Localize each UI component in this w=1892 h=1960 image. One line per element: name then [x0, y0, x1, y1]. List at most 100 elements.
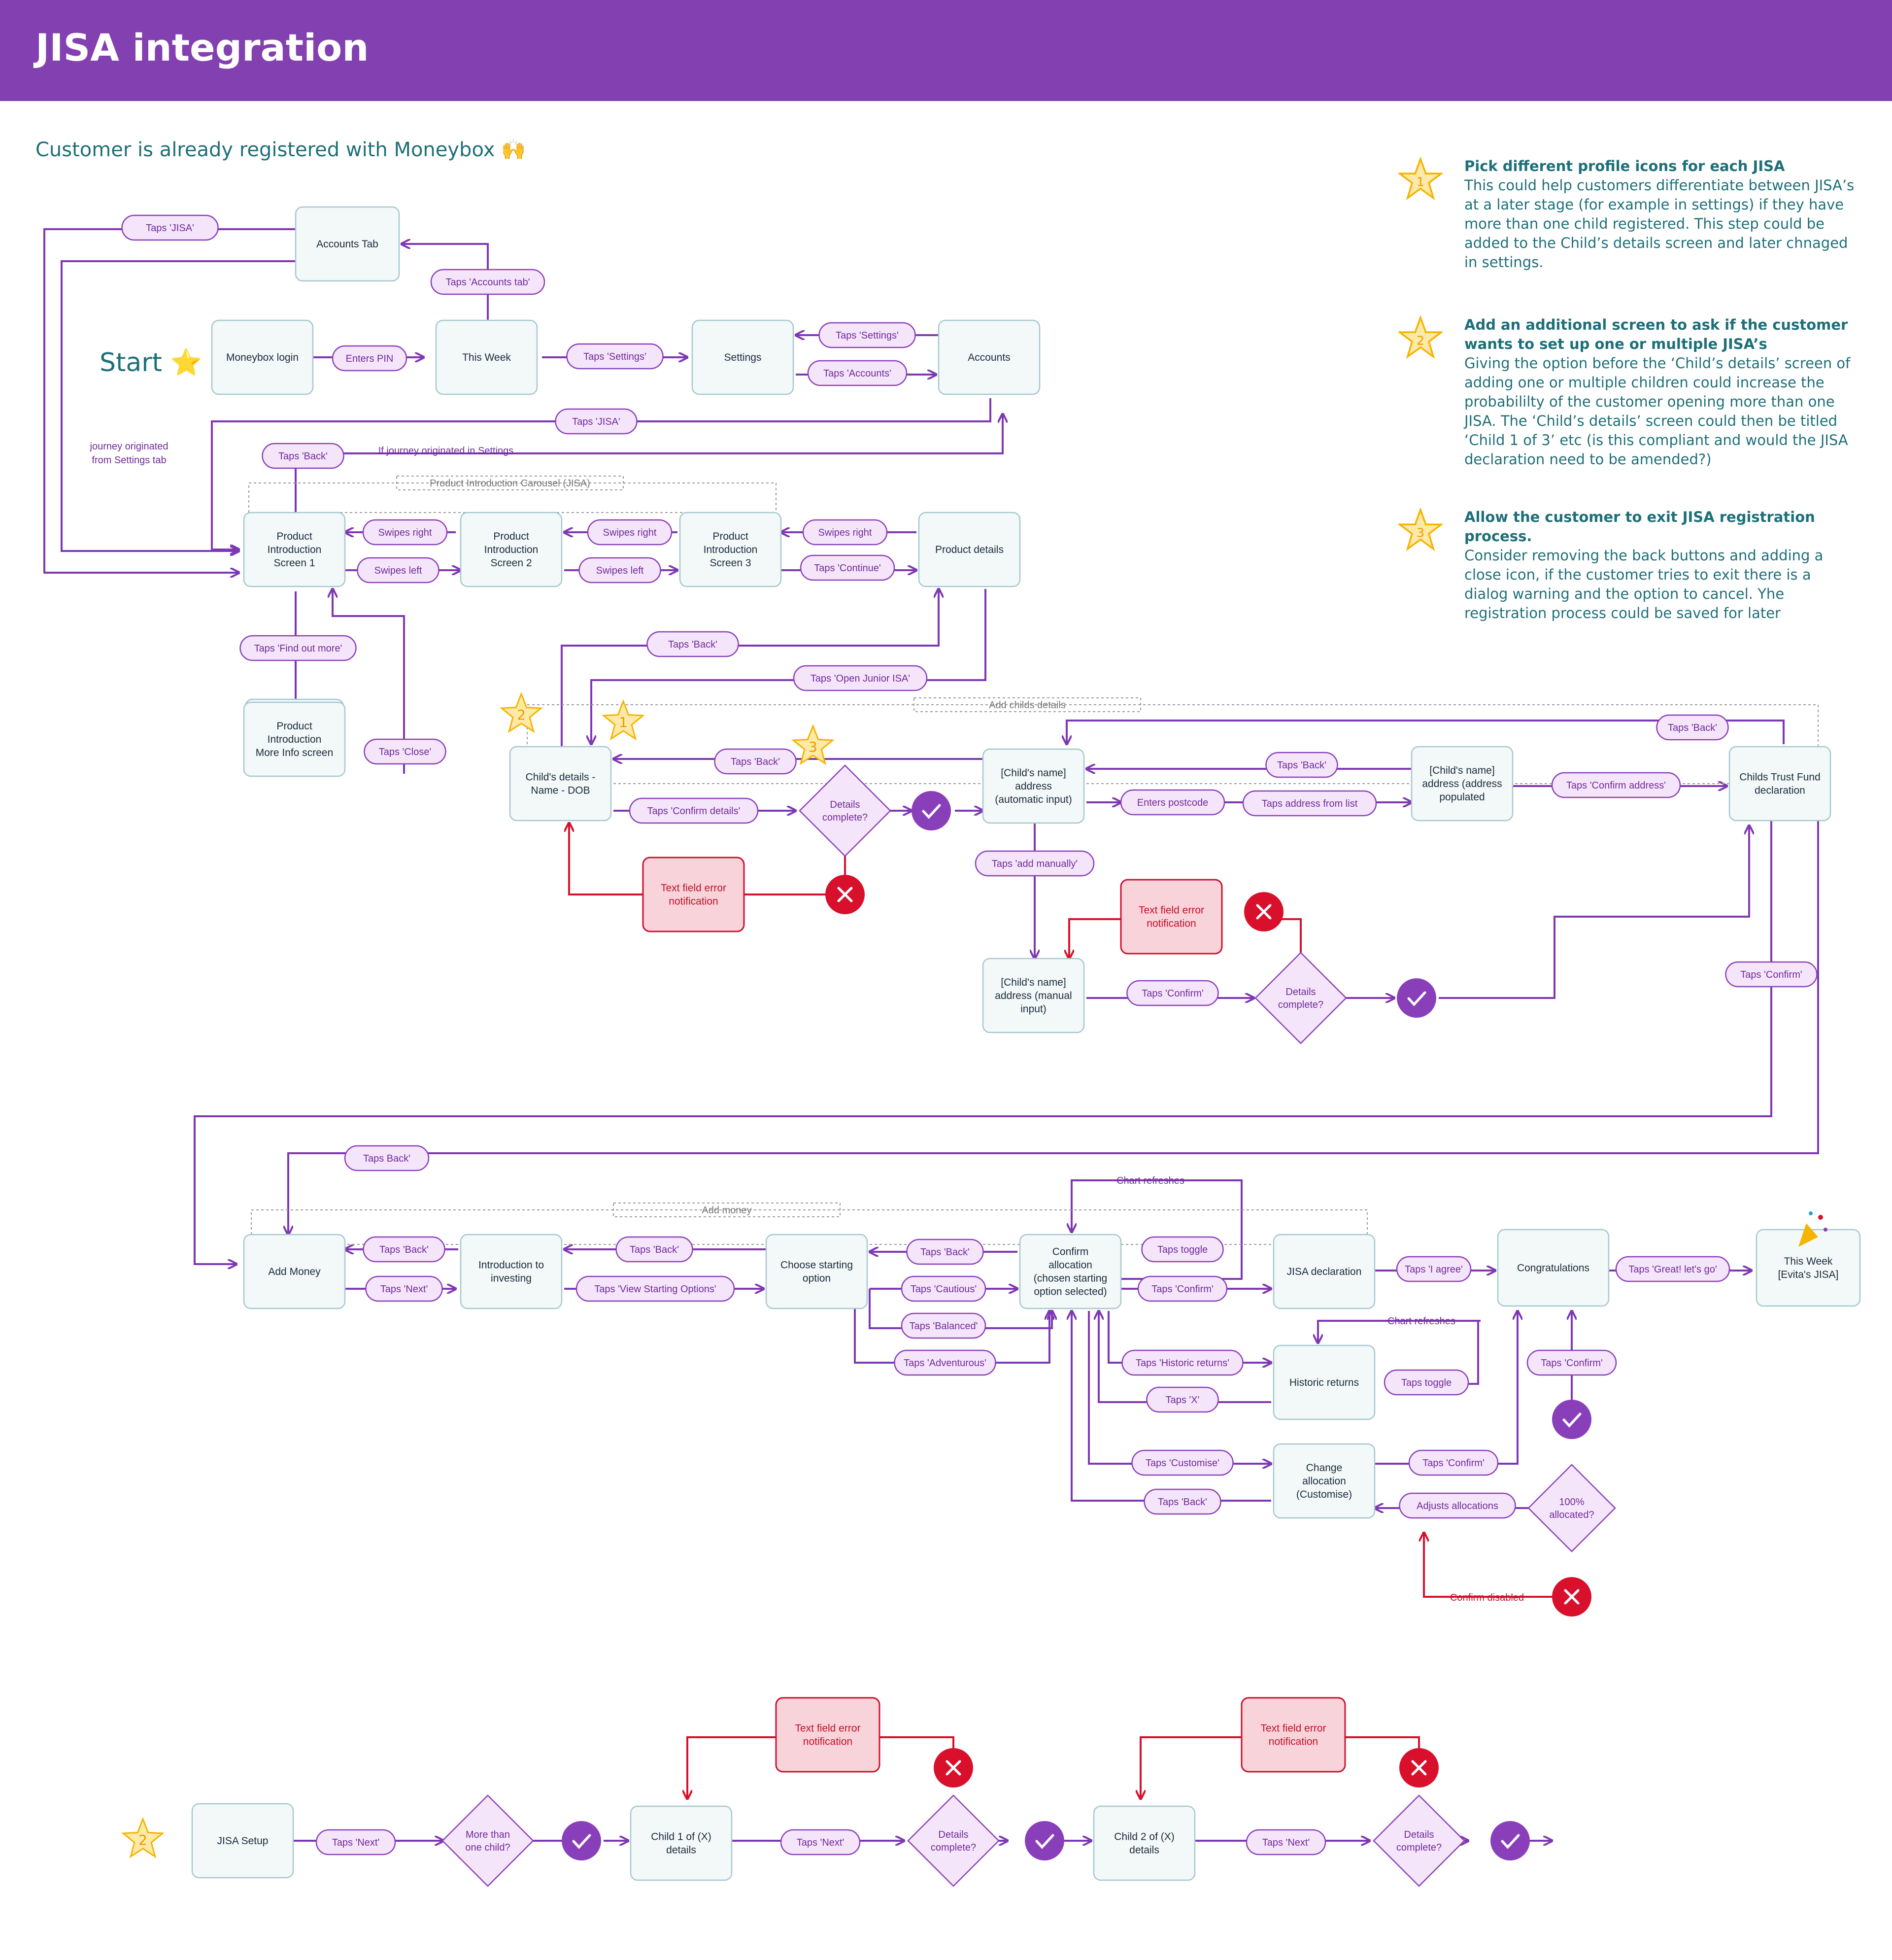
decision-label: Details: [1404, 1829, 1434, 1840]
node-congratulations-label: Congratulations: [1517, 1263, 1589, 1274]
action-label-text: Taps 'Balanced': [910, 1321, 978, 1332]
action-label: Taps 'Cautious': [901, 1275, 986, 1302]
action-label: Taps 'Customise': [1131, 1449, 1234, 1476]
node-historic-returns: Historic returns: [1273, 1344, 1376, 1420]
connector: [211, 398, 991, 550]
action-label: Taps 'X': [1146, 1386, 1219, 1413]
cross-icon: [825, 875, 865, 914]
action-label: Taps 'Back': [1265, 752, 1338, 778]
action-label: Taps 'add manually': [975, 850, 1095, 877]
action-label-text: Taps 'JISA': [146, 223, 194, 234]
action-label-text: Taps 'Next': [797, 1837, 845, 1848]
node-product-intro-3-label: Screen 3: [710, 557, 751, 569]
action-label-text: Taps 'Back': [379, 1244, 429, 1255]
action-label-text: Taps 'Great! let's go': [1628, 1264, 1717, 1275]
node-child-2-label: Child 2 of (X): [1114, 1831, 1175, 1843]
action-label-text: Taps 'Back': [731, 756, 780, 767]
group-box: Add money: [251, 1203, 1368, 1245]
star-icon: 1: [602, 699, 645, 741]
node-product-intro-more-label: Product: [276, 721, 312, 732]
action-label: Taps 'Next': [1246, 1829, 1326, 1856]
action-label-text: Taps 'Back': [920, 1247, 970, 1258]
action-label-text: Swipes right: [603, 527, 657, 538]
group-box: Add childs details: [527, 697, 1819, 784]
action-label: Taps 'Balanced': [901, 1312, 986, 1339]
error-label: notification: [669, 896, 718, 907]
node-address-populated-label: [Child's name]: [1429, 765, 1494, 776]
node-product-details: Product details: [918, 512, 1021, 587]
annotation-text: Chart refreshes: [1387, 1316, 1455, 1327]
node-child-2: Child 2 of (X)details: [1093, 1805, 1196, 1881]
group-label: Add money: [702, 1205, 751, 1216]
error-label: Text field error: [1260, 1723, 1326, 1734]
action-label: Taps 'Back': [646, 631, 739, 657]
star-icon: 1: [1398, 157, 1443, 201]
node-intro-investing-label: investing: [491, 1273, 532, 1284]
node-address-populated-label: populated: [1439, 791, 1485, 803]
node-address-auto-label: address: [1015, 781, 1052, 792]
error-label: notification: [1147, 918, 1196, 929]
action-label-text: Taps toggle: [1157, 1244, 1208, 1255]
action-label: Taps 'Back': [1656, 714, 1729, 741]
node-settings: Settings: [691, 319, 794, 395]
node-jisa-declaration-label: JISA declaration: [1287, 1266, 1362, 1277]
note-body: Consider removing the back buttons and a…: [1464, 547, 1824, 621]
action-label: Taps 'Adventurous': [894, 1349, 996, 1376]
action-label-text: Taps 'Back': [668, 639, 717, 650]
action-label-text: Swipes right: [818, 527, 872, 538]
star-number: 2: [517, 707, 526, 723]
subtitle: Customer is already registered with Mone…: [35, 138, 526, 161]
action-label-text: Taps 'JISA': [572, 416, 620, 427]
action-label-text: Taps 'Accounts': [823, 368, 891, 379]
action-label: Adjusts allocations: [1399, 1492, 1516, 1519]
svg-text:3: 3: [1417, 525, 1424, 540]
action-label-text: Taps 'Confirm details': [647, 806, 741, 817]
decision-label: More than: [466, 1829, 510, 1840]
action-label: Taps 'Confirm address': [1551, 772, 1681, 798]
node-product-intro-more-label: Introduction: [268, 734, 322, 745]
action-label-text: Taps toggle: [1401, 1377, 1452, 1388]
action-label-text: Taps 'Confirm': [1151, 1284, 1213, 1295]
star-icon: 2: [121, 1817, 165, 1858]
action-label: Taps 'Confirm': [1137, 1275, 1228, 1302]
node-moneybox-login-label: Moneybox login: [226, 352, 299, 363]
node-this-week-evita-label: This Week: [1784, 1256, 1833, 1267]
node-address-auto-label: [Child's name]: [1001, 767, 1066, 779]
node-product-intro-1-label: Screen 1: [273, 557, 315, 569]
node-address-populated-label: address (address: [1422, 778, 1502, 790]
node-this-week-evita-label: [Evita's JISA]: [1778, 1269, 1838, 1280]
star-number: 2: [138, 1832, 147, 1848]
error-label: Text field error: [661, 883, 726, 894]
connector: [687, 1736, 776, 1799]
cross-icon: [1399, 1748, 1439, 1788]
action-label-text: Swipes left: [596, 565, 644, 576]
node-product-intro-3-label: Product: [712, 531, 748, 542]
action-label-text: Taps 'Back': [630, 1244, 679, 1255]
action-label-text: Taps 'Next': [380, 1284, 428, 1295]
action-label-text: Enters PIN: [346, 353, 394, 364]
action-label: Taps 'Back': [615, 1236, 693, 1263]
decision-label: Details: [938, 1829, 968, 1840]
node-product-intro-1-label: Product: [276, 531, 312, 542]
decision-diamond: 100%allocated?: [1527, 1464, 1616, 1552]
action-label: Taps 'Settings': [566, 343, 664, 370]
node-this-week-label: This Week: [462, 352, 511, 363]
node-confirm-allocation-label: (chosen starting: [1034, 1273, 1107, 1284]
node-add-money: Add Money: [243, 1234, 346, 1309]
svg-text:2: 2: [1417, 333, 1424, 347]
action-label: Enters postcode: [1120, 789, 1225, 816]
error-label: notification: [803, 1736, 852, 1748]
svg-text:1: 1: [1417, 174, 1424, 189]
star-icon: 3: [791, 723, 835, 765]
action-label-text: Taps 'Accounts tab': [445, 277, 530, 288]
action-label: Taps 'Historic returns': [1121, 1349, 1244, 1376]
action-label-text: Taps 'Next': [332, 1837, 380, 1848]
action-label-text: Taps 'Confirm': [1142, 988, 1203, 999]
